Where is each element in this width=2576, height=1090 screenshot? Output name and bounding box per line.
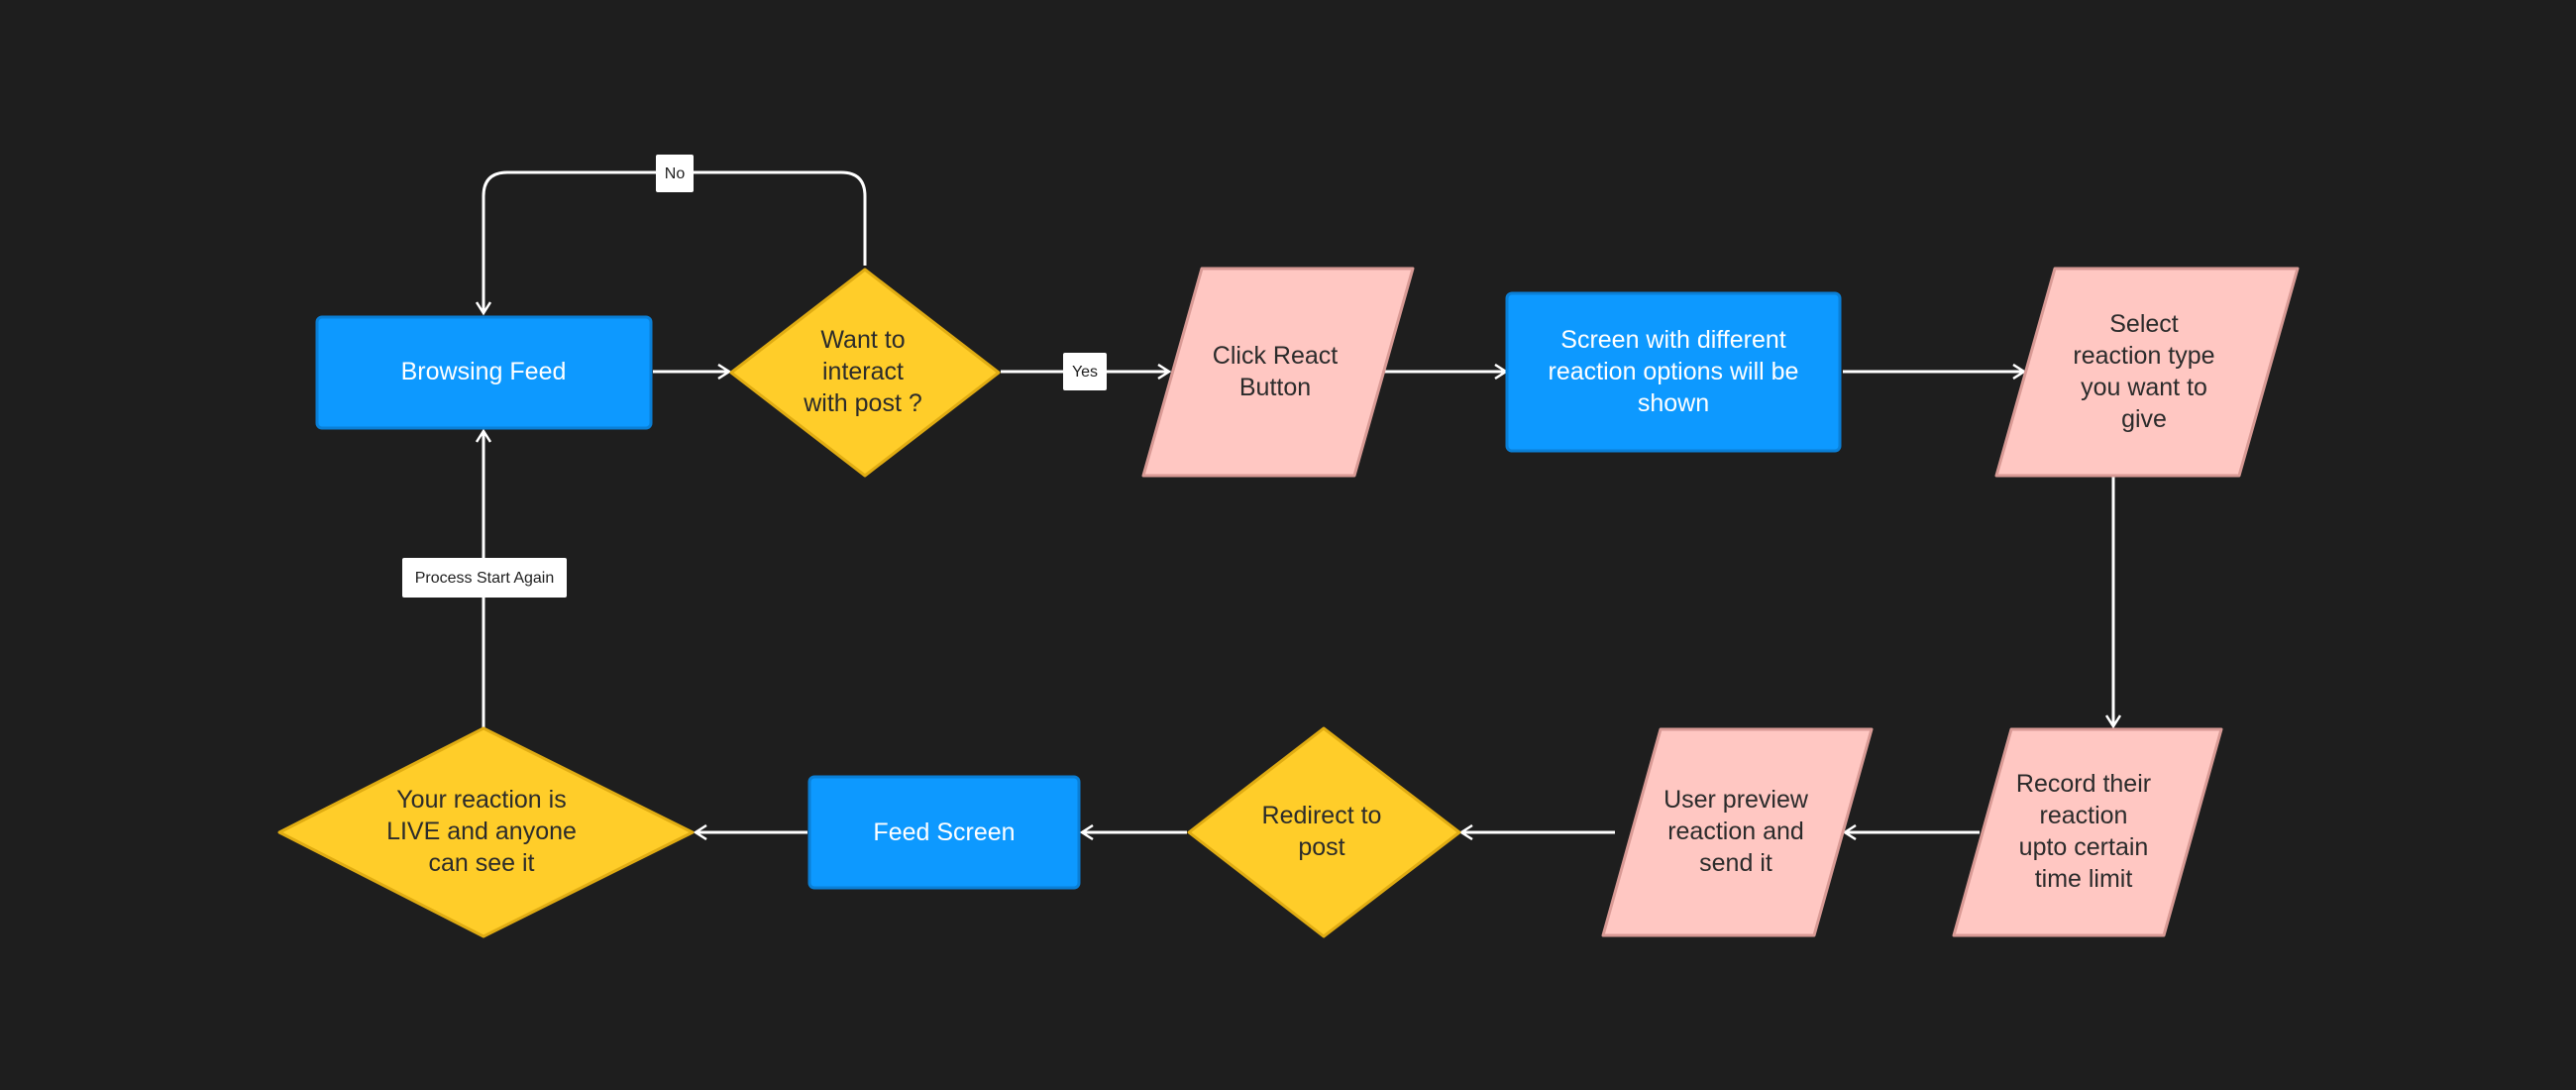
node-want-to-interact[interactable]: Want to interact with post ?	[729, 268, 1001, 478]
node-reaction-live[interactable]: Your reaction is LIVE and anyone can see i…	[277, 726, 695, 938]
reaction-options-screen-label-line: shown	[1638, 389, 1709, 417]
select-reaction-label-line: reaction type	[2073, 342, 2214, 370]
reaction-options-screen-label-line: reaction options will be	[1549, 358, 1799, 385]
node-reaction-options-screen[interactable]: Screen with different reaction options wi…	[1505, 291, 1842, 453]
want-to-interact-label: Want to interact with post ?	[803, 326, 922, 417]
record-reaction-label-line: reaction	[2040, 802, 2128, 829]
user-preview-label: User preview reaction and send it	[1664, 786, 1809, 877]
browsing-feed-label-line: Browsing Feed	[401, 358, 567, 385]
browsing-feed-label: Browsing Feed	[401, 358, 567, 385]
redirect-post-label: Redirect to post	[1262, 802, 1382, 861]
node-record-reaction[interactable]: Record their reaction upto certain time lim…	[1952, 727, 2223, 937]
select-reaction-label-line: you want to	[2081, 374, 2207, 401]
node-redirect-post[interactable]: Redirect to post	[1187, 726, 1461, 938]
node-feed-screen[interactable]: Feed Screen	[807, 775, 1081, 890]
edge-label-process-start-again-text: Process Start Again	[415, 570, 555, 587]
edge-label-yes-text: Yes	[1072, 364, 1098, 381]
redirect-post-label-line: Redirect to	[1262, 802, 1382, 829]
edge-label-yes: Yes	[1063, 353, 1107, 390]
record-reaction-label-line: upto certain	[2019, 833, 2149, 861]
edge-label-no-text: No	[665, 165, 686, 182]
node-browsing-feed[interactable]: Browsing Feed	[315, 315, 653, 430]
redirect-post-label-line: post	[1298, 833, 1344, 861]
reaction-live-label-line: Your reaction is	[396, 786, 566, 814]
feed-screen-label: Feed Screen	[873, 818, 1015, 846]
want-to-interact-label-line: with post ?	[803, 389, 922, 417]
edge-label-process-start-again: Process Start Again	[402, 558, 567, 598]
reaction-options-screen-label: Screen with different reaction options wi…	[1549, 326, 1799, 417]
want-to-interact-label-line: interact	[822, 358, 904, 385]
node-select-reaction[interactable]: Select reaction type you want to give	[1994, 267, 2300, 478]
record-reaction-label: Record their reaction upto certain time lim…	[2016, 770, 2151, 893]
select-reaction-label: Select reaction type you want to give	[2073, 310, 2214, 433]
node-user-preview[interactable]: User preview reaction and send it	[1601, 727, 1874, 937]
select-reaction-label-line: Select	[2109, 310, 2179, 338]
click-react-label-line: Click React	[1213, 342, 1338, 370]
edge-label-no: No	[656, 155, 694, 192]
reaction-live-label-line: can see it	[428, 849, 534, 877]
user-preview-label-line: send it	[1699, 849, 1772, 877]
click-react-label-line: Button	[1239, 374, 1311, 401]
user-preview-label-line: reaction and	[1667, 818, 1804, 845]
edge-no-loop	[483, 170, 867, 313]
record-reaction-label-line: time limit	[2035, 865, 2133, 893]
feed-screen-label-line: Feed Screen	[873, 818, 1015, 846]
select-reaction-label-line: give	[2121, 405, 2167, 433]
reaction-options-screen-label-line: Screen with different	[1560, 326, 1785, 354]
reaction-live-label-line: LIVE and anyone	[386, 818, 577, 845]
record-reaction-label-line: Record their	[2016, 770, 2151, 798]
reaction-live-label: Your reaction is LIVE and anyone can see i…	[386, 786, 577, 877]
user-preview-label-line: User preview	[1664, 786, 1809, 814]
want-to-interact-label-line: Want to	[820, 326, 905, 354]
